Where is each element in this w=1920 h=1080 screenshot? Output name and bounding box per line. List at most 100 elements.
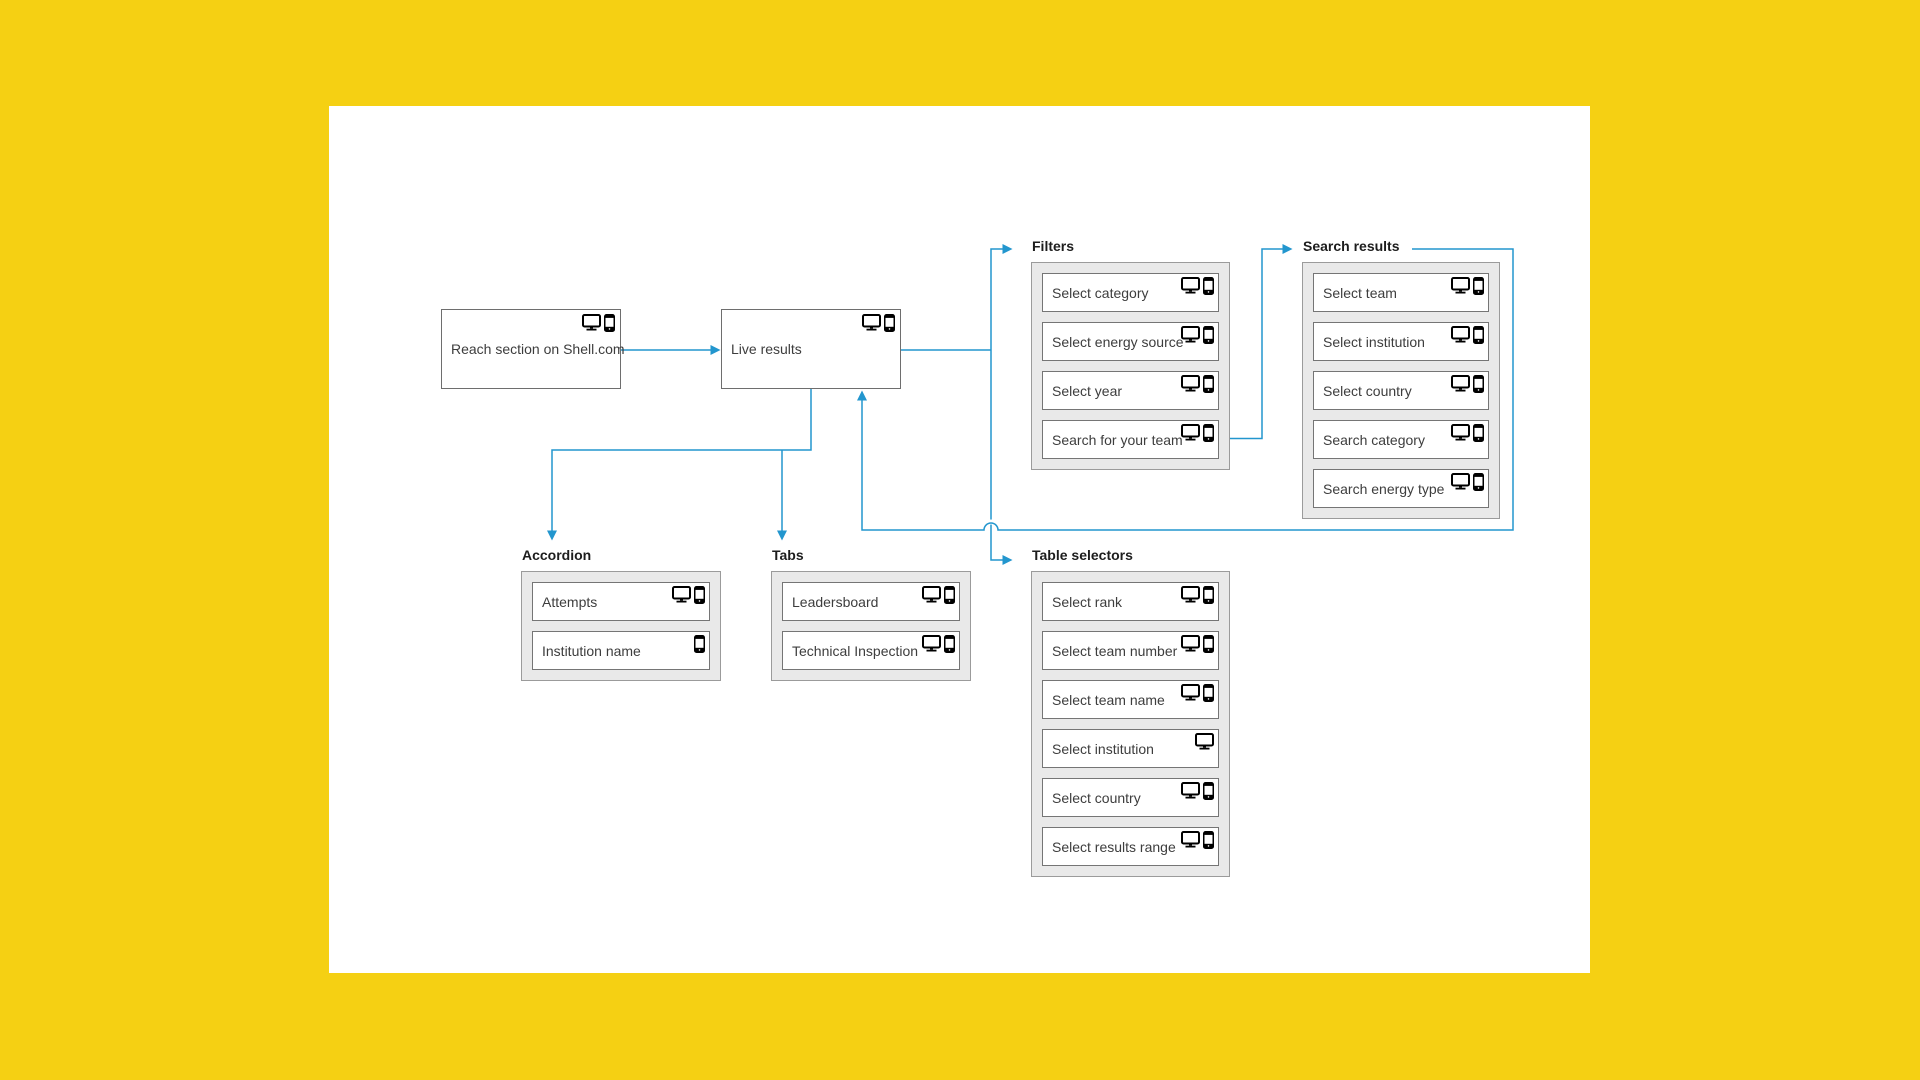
desktop-icon (1181, 326, 1200, 343)
card-institution-name[interactable]: Institution name (532, 631, 710, 670)
mobile-icon (1203, 277, 1214, 295)
mobile-icon (694, 586, 705, 604)
card-label: Select team name (1052, 691, 1165, 708)
card-select-team[interactable]: Select team (1313, 273, 1489, 312)
card-select-team-number[interactable]: Select team number (1042, 631, 1219, 670)
device-icons (1451, 277, 1484, 295)
device-icons (1181, 684, 1214, 702)
mobile-icon (1203, 782, 1214, 800)
card-label: Search category (1323, 431, 1425, 448)
card-select-institution[interactable]: Select institution (1042, 729, 1219, 768)
card-select-energy-source[interactable]: Select energy source (1042, 322, 1219, 361)
desktop-icon (1181, 586, 1200, 603)
device-icons (1451, 473, 1484, 491)
card-label: Select institution (1052, 740, 1154, 757)
desktop-icon (672, 586, 691, 603)
card-select-year[interactable]: Select year (1042, 371, 1219, 410)
card-select-results-range[interactable]: Select results range (1042, 827, 1219, 866)
desktop-icon (1451, 326, 1470, 343)
card-label: Select team (1323, 284, 1397, 301)
card-label: Search for your team (1052, 431, 1183, 448)
mobile-icon (1473, 375, 1484, 393)
desktop-icon (1181, 684, 1200, 701)
card-label: Search energy type (1323, 480, 1445, 497)
desktop-icon (922, 586, 941, 603)
desktop-icon (862, 314, 881, 331)
page-background (329, 106, 1590, 973)
mobile-icon (1203, 684, 1214, 702)
mobile-icon (1203, 424, 1214, 442)
mobile-icon (1473, 277, 1484, 295)
device-icons (1181, 375, 1214, 393)
node-live-results[interactable]: Live results (721, 309, 901, 389)
card-select-country[interactable]: Select country (1313, 371, 1489, 410)
desktop-icon (1181, 375, 1200, 392)
device-icons (1451, 326, 1484, 344)
desktop-icon (1181, 424, 1200, 441)
mobile-icon (1473, 473, 1484, 491)
group-title: Tabs (772, 547, 804, 563)
device-icons (1451, 424, 1484, 442)
mobile-icon (1203, 586, 1214, 604)
device-icons (1181, 326, 1214, 344)
mobile-icon (884, 314, 895, 332)
card-search-for-your-team[interactable]: Search for your team (1042, 420, 1219, 459)
card-label: Attempts (542, 593, 598, 610)
card-select-rank[interactable]: Select rank (1042, 582, 1219, 621)
card-attempts[interactable]: Attempts (532, 582, 710, 621)
device-icons (1181, 277, 1214, 295)
mobile-icon (1473, 326, 1484, 344)
device-icons (672, 586, 705, 604)
card-select-category[interactable]: Select category (1042, 273, 1219, 312)
group-title: Accordion (522, 547, 592, 563)
desktop-icon (922, 635, 941, 652)
card-label: Select results range (1052, 838, 1176, 855)
device-icons (922, 586, 955, 604)
desktop-icon (582, 314, 601, 331)
card-select-team-name[interactable]: Select team name (1042, 680, 1219, 719)
card-label: Technical Inspection (792, 642, 919, 659)
node-reach-section-on-shell-com[interactable]: Reach section on Shell.com (441, 309, 625, 389)
mobile-icon (604, 314, 615, 332)
desktop-icon (1181, 782, 1200, 799)
card-leadersboard[interactable]: Leadersboard (782, 582, 960, 621)
mobile-icon (944, 586, 955, 604)
card-search-category[interactable]: Search category (1313, 420, 1489, 459)
card-select-country[interactable]: Select country (1042, 778, 1219, 817)
card-label: Institution name (542, 642, 641, 659)
mobile-icon (1473, 424, 1484, 442)
desktop-icon (1181, 831, 1200, 848)
group-title: Filters (1032, 238, 1075, 254)
card-label: Select country (1323, 382, 1412, 399)
desktop-icon (1451, 473, 1470, 490)
desktop-icon (1195, 733, 1214, 750)
card-label: Select category (1052, 284, 1149, 301)
mobile-icon (1203, 831, 1214, 849)
card-label: Select year (1052, 382, 1123, 399)
device-icons (1181, 782, 1214, 800)
device-icons (582, 314, 615, 332)
card-search-energy-type[interactable]: Search energy type (1313, 469, 1489, 508)
node-label: Live results (731, 341, 802, 357)
mobile-icon (944, 635, 955, 653)
device-icons (1181, 635, 1214, 653)
card-technical-inspection[interactable]: Technical Inspection (782, 631, 960, 670)
desktop-icon (1451, 424, 1470, 441)
device-icons (1195, 733, 1214, 750)
card-select-institution[interactable]: Select institution (1313, 322, 1489, 361)
card-label: Select institution (1323, 333, 1425, 350)
device-icons (1181, 586, 1214, 604)
mobile-icon (694, 635, 705, 653)
desktop-icon (1181, 277, 1200, 294)
mobile-icon (1203, 326, 1214, 344)
